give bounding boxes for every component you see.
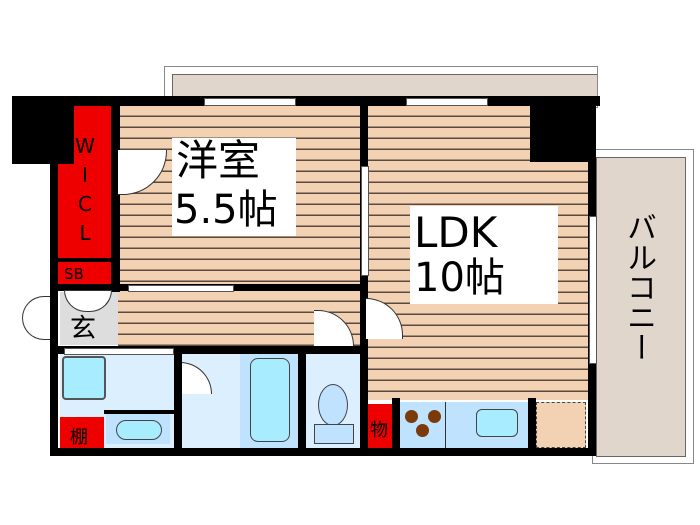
wall [50, 448, 596, 456]
wall [50, 96, 58, 456]
sliding-door [64, 348, 174, 355]
storage-label: 物 [370, 420, 388, 441]
western-room-name: 洋室 [176, 136, 261, 185]
wall [530, 96, 596, 162]
toilet-bowl [318, 384, 348, 426]
ldk-label: LDK 10帖 [410, 206, 558, 304]
balcony [596, 157, 686, 457]
sink-basin [116, 420, 162, 440]
entrance-label: 玄 [70, 314, 97, 344]
shelf-label: 棚 [70, 427, 88, 448]
fridge-space [536, 402, 586, 448]
ldk-size: 10帖 [414, 255, 505, 301]
wall [104, 410, 180, 414]
western-room-size: 5.5帖 [174, 187, 278, 233]
balcony-label: バルコニー [621, 212, 656, 362]
wall [528, 398, 536, 450]
wall [111, 96, 120, 292]
shelf [60, 417, 104, 449]
western-room-label: 洋室 5.5帖 [172, 138, 296, 236]
wall [50, 96, 600, 106]
window [406, 98, 488, 106]
sliding-door [361, 166, 369, 276]
window [204, 98, 296, 106]
stove-burner [416, 424, 429, 437]
wall [50, 346, 368, 354]
bathtub [250, 358, 290, 442]
kitchen-sink [476, 409, 518, 437]
ldk-name: LDK [414, 208, 498, 257]
wall [392, 398, 400, 450]
shoe-box [58, 262, 111, 284]
wall [174, 346, 182, 450]
wall [12, 96, 74, 164]
washing-machine [62, 356, 106, 400]
storage [368, 404, 392, 448]
window [589, 216, 597, 364]
sb-label: SB [64, 265, 84, 283]
wall [58, 258, 111, 262]
stove-burner [405, 410, 418, 423]
toilet-tank [314, 424, 354, 444]
stove-burner [428, 410, 441, 423]
wall [298, 346, 306, 450]
wic-label: W I C L [75, 134, 95, 245]
sliding-door [128, 285, 234, 292]
